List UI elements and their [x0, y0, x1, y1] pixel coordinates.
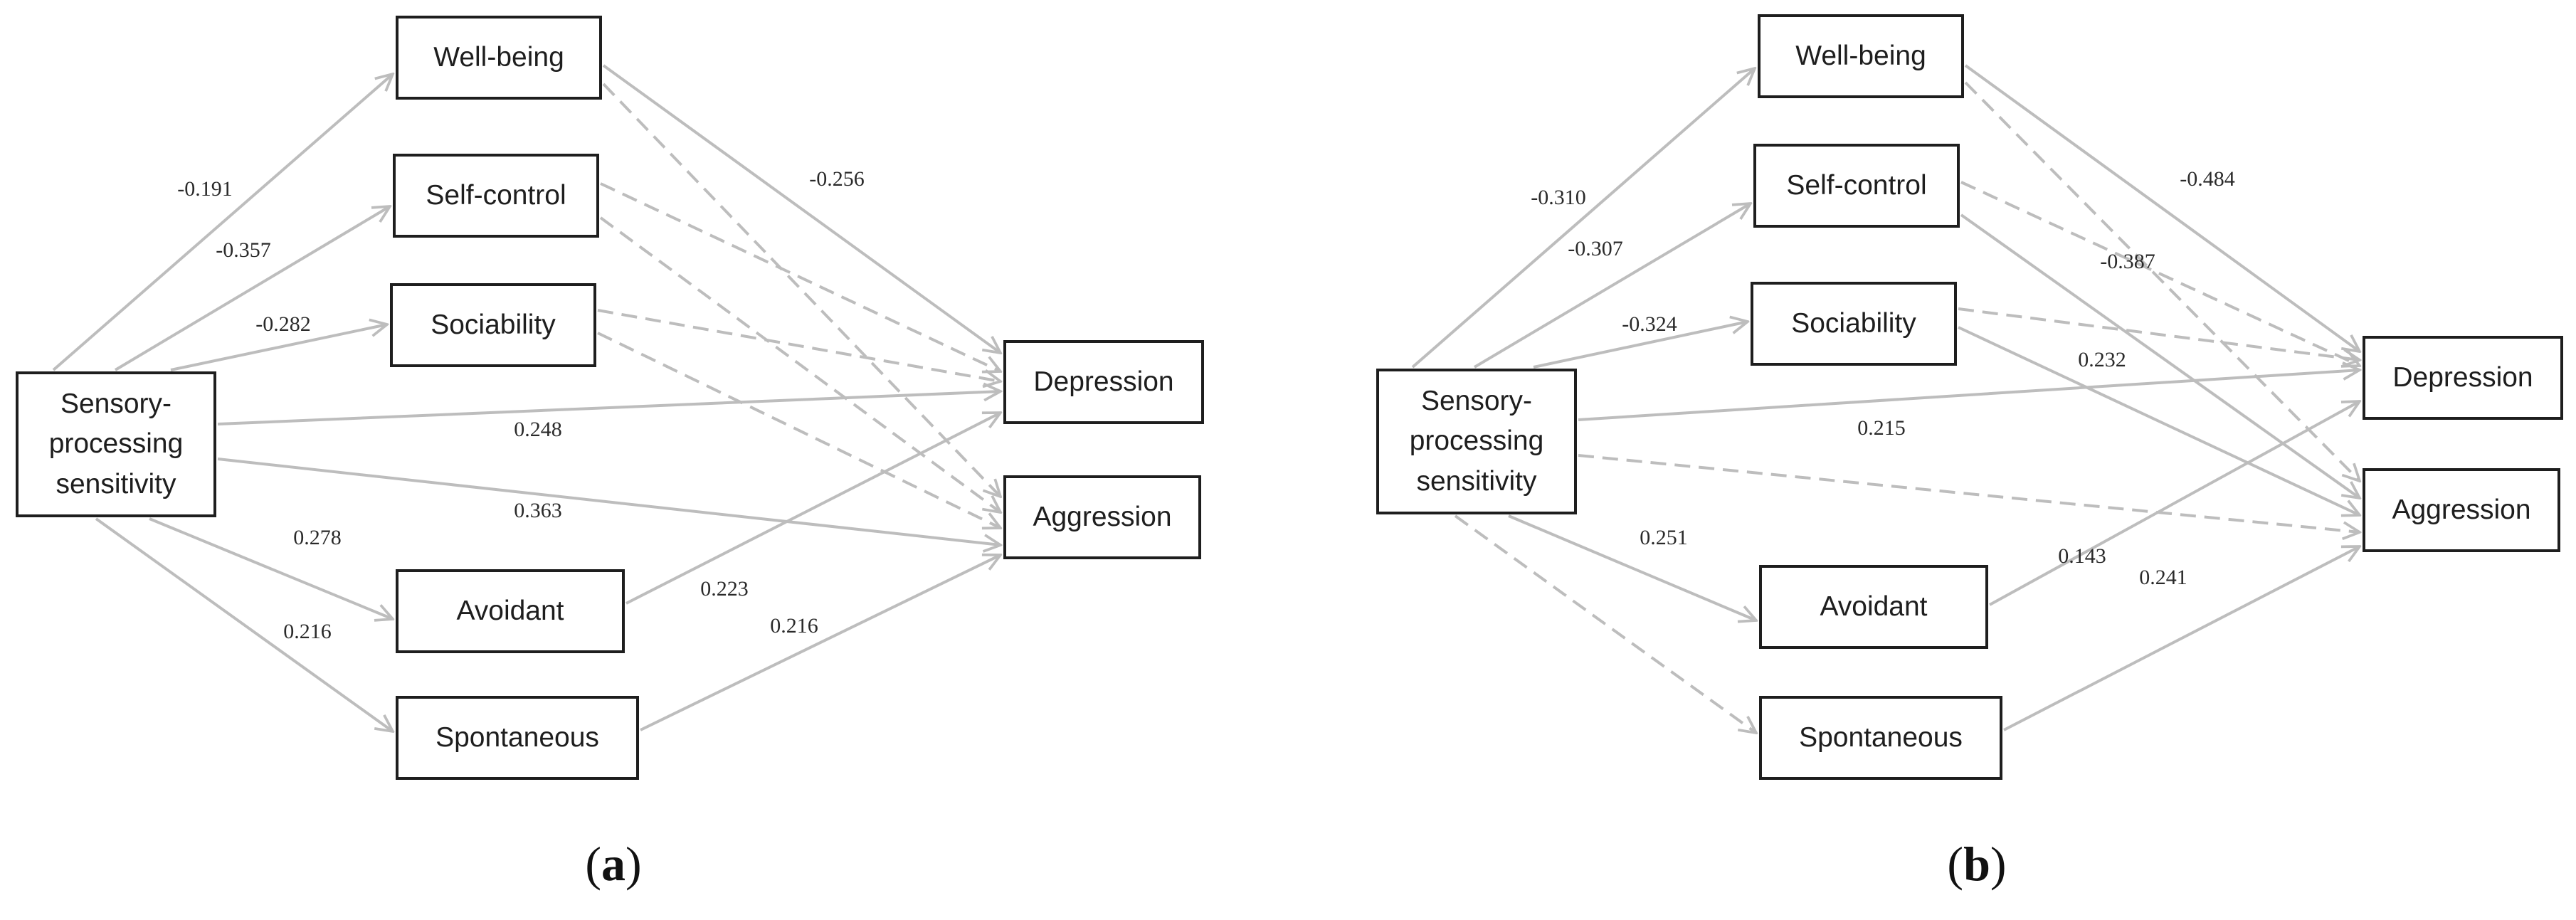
caption-open-paren: (	[585, 837, 601, 891]
edge-label-avoidant-to-depression: 0.143	[2058, 544, 2106, 568]
edge-sociability-to-aggression	[1958, 326, 2360, 515]
edge-label-avoidant-to-depression: 0.223	[700, 577, 749, 601]
node-spontaneous: Spontaneous	[1759, 696, 2002, 780]
node-label: Spontaneous	[436, 721, 599, 753]
edge-sps-to-selfcontrol	[114, 206, 390, 371]
edge-label-sps-to-selfcontrol: -0.307	[1568, 237, 1623, 260]
node-label: Sensory- processing sensitivity	[48, 388, 184, 499]
node-spontaneous: Spontaneous	[396, 696, 639, 780]
caption-letter: b	[1963, 837, 1990, 891]
node-label: Self-control	[1786, 169, 1927, 201]
edge-sps-to-aggression	[217, 458, 1001, 545]
edge-wellbeing-to-depression	[1964, 64, 2360, 351]
edge-label-sps-to-avoidant: 0.251	[1640, 526, 1688, 549]
node-label: Avoidant	[1820, 591, 1928, 622]
edge-label-wellbeing-to-depression: -0.484	[2180, 167, 2235, 191]
node-wellbeing: Well-being	[1758, 14, 1964, 98]
node-aggression: Aggression	[1003, 475, 1201, 559]
edge-sociability-to-aggression	[597, 332, 1001, 528]
node-avoidant: Avoidant	[1759, 565, 1988, 649]
panel-a: Sensory- processing sensitivity Well-bein…	[16, 16, 1288, 920]
edge-label-sps-to-depression: 0.215	[1857, 416, 1906, 440]
edge-label-spontaneous-to-aggression: 0.216	[770, 614, 818, 638]
edge-sps-to-depression	[217, 391, 1001, 425]
panel-b: Sensory- processing sensitivity Well-bein…	[1288, 0, 2576, 920]
panel-caption: (a)	[585, 836, 641, 892]
edge-spontaneous-to-aggression	[2003, 546, 2360, 731]
edge-label-sps-to-selfcontrol: -0.357	[216, 238, 271, 262]
edge-sps-to-wellbeing	[52, 74, 393, 371]
node-label: Well-being	[1795, 40, 1926, 71]
edge-sociability-to-depression	[597, 309, 1001, 381]
edge-wellbeing-to-aggression	[1964, 81, 2360, 481]
edge-sps-to-depression	[1578, 370, 2360, 421]
node-label: Sociability	[1791, 307, 1916, 339]
edge-selfcontrol-to-aggression	[599, 216, 1001, 512]
edge-sps-to-spontaneous	[1454, 514, 1756, 733]
node-sps: Sensory- processing sensitivity	[16, 371, 216, 517]
edges-svg	[1411, 64, 2576, 920]
node-avoidant: Avoidant	[396, 569, 625, 653]
edge-sps-to-spontaneous	[95, 517, 393, 731]
edge-sps-to-wellbeing	[1411, 68, 1755, 369]
node-depression: Depression	[2363, 336, 2563, 420]
node-label: Depression	[2392, 361, 2533, 393]
edge-label-sps-to-avoidant: 0.278	[293, 526, 342, 549]
edge-sps-to-avoidant	[1508, 514, 1756, 620]
edge-label-sps-to-sociability: -0.282	[255, 312, 311, 336]
node-label: Depression	[1033, 366, 1174, 397]
edges-svg	[52, 64, 1288, 920]
node-label: Self-control	[426, 179, 566, 211]
edge-label-sps-to-wellbeing: -0.191	[177, 177, 233, 201]
edge-label-sps-to-aggression: 0.363	[514, 499, 562, 522]
edge-label-sps-to-wellbeing: -0.310	[1531, 186, 1586, 209]
edge-avoidant-to-depression	[625, 413, 1001, 605]
edge-label-selfcontrol-to-aggression: -0.387	[2100, 250, 2155, 273]
edge-wellbeing-to-depression	[602, 64, 1001, 353]
node-aggression: Aggression	[2363, 468, 2560, 552]
caption-letter: a	[601, 837, 625, 891]
edge-label-sps-to-depression: 0.248	[514, 418, 562, 441]
edge-wellbeing-to-aggression	[602, 83, 1001, 497]
edge-sps-to-selfcontrol	[1473, 203, 1751, 369]
node-label: Well-being	[433, 41, 564, 73]
node-sociability: Sociability	[1751, 282, 1957, 366]
node-wellbeing: Well-being	[396, 16, 602, 100]
node-label: Aggression	[2392, 494, 2531, 525]
edge-sps-to-sociability	[1533, 322, 1748, 369]
edge-sociability-to-depression	[1958, 307, 2360, 360]
node-label: Sociability	[431, 309, 556, 340]
edge-label-sps-to-sociability: -0.324	[1622, 312, 1677, 336]
edge-label-wellbeing-to-depression: -0.256	[809, 167, 865, 191]
edge-selfcontrol-to-aggression	[1960, 213, 2360, 498]
edge-label-spontaneous-to-aggression: 0.241	[2139, 566, 2187, 589]
caption-close-paren: )	[625, 837, 642, 891]
node-sociability: Sociability	[390, 283, 596, 367]
node-depression: Depression	[1003, 340, 1204, 424]
node-label: Sensory- processing sensitivity	[1409, 385, 1544, 497]
edge-label-sps-to-spontaneous: 0.216	[283, 620, 332, 643]
node-label: Aggression	[1033, 501, 1172, 532]
node-selfcontrol: Self-control	[393, 154, 599, 238]
caption-close-paren: )	[1990, 837, 2007, 891]
node-label: Spontaneous	[1799, 721, 1963, 753]
node-label: Avoidant	[456, 595, 564, 626]
edge-selfcontrol-to-depression	[600, 182, 1001, 371]
node-selfcontrol: Self-control	[1753, 144, 1960, 228]
edge-sps-to-aggression	[1578, 454, 2360, 532]
edge-selfcontrol-to-depression	[1960, 181, 2360, 366]
panel-caption: (b)	[1947, 836, 2006, 892]
edge-label-sociability-to-aggression: 0.232	[2078, 348, 2126, 371]
edge-sps-to-avoidant	[149, 517, 393, 619]
edge-spontaneous-to-aggression	[640, 555, 1001, 731]
node-sps: Sensory- processing sensitivity	[1376, 369, 1577, 514]
edge-sps-to-sociability	[170, 324, 387, 371]
edge-avoidant-to-depression	[1989, 401, 2360, 606]
caption-open-paren: (	[1947, 837, 1964, 891]
